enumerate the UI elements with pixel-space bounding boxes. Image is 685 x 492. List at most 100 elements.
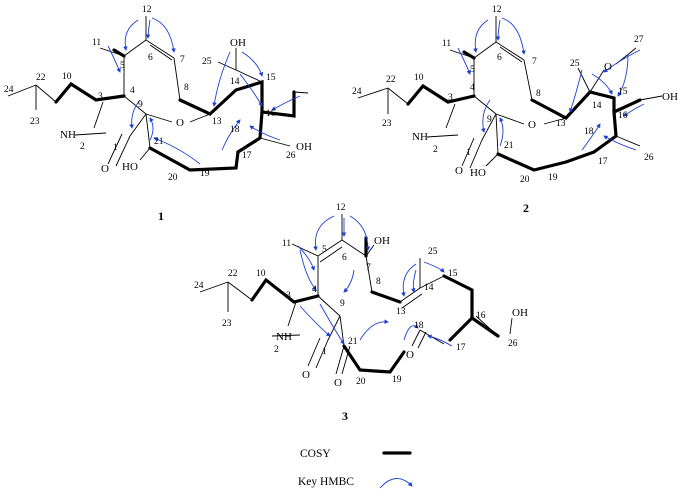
compound-3-bonds	[199, 214, 513, 375]
c3-atom-24: 24	[194, 281, 204, 291]
c2-atom-20: 20	[520, 175, 530, 185]
c1-atom-25: 25	[202, 57, 212, 67]
c1-atom-1: 1	[113, 143, 118, 153]
c2-atom-5: 5	[470, 65, 475, 75]
c3-atom-21: 21	[348, 337, 358, 347]
c1-ho-21: HO	[122, 161, 138, 173]
c2-atom-4: 4	[470, 83, 475, 93]
compound-1-atom-numbers: 1 2 3 4 5 6 7 8 9 10 11 12 13 14 15 16 1…	[4, 5, 296, 183]
c1-atom-23: 23	[30, 117, 40, 127]
c2-atom-26: 26	[644, 153, 654, 163]
compound-3-label: 3	[342, 409, 348, 423]
c1-oh-26: OH	[296, 141, 312, 153]
c1-atom-15: 15	[266, 73, 276, 83]
c2-atom-12: 12	[492, 5, 502, 15]
c1-atom-11: 11	[92, 38, 101, 48]
compound-3-hmbc-arrows	[297, 215, 453, 347]
c2-atom-17: 17	[598, 157, 608, 167]
compound-2-structure: 1 2 3 4 5 6 7 8 9 10 11 12 13 14 15 16 1…	[352, 5, 678, 215]
c2-atom-1: 1	[466, 148, 471, 158]
c1-atom-7: 7	[180, 55, 185, 65]
c1-atom-18: 18	[230, 125, 240, 135]
c3-atom-7: 7	[366, 263, 371, 273]
c3-c21-oxygen: O	[334, 377, 342, 389]
c2-atom-13: 13	[556, 119, 566, 129]
c1-atom-8: 8	[184, 83, 189, 93]
c2-ring-oxygen: O	[528, 119, 536, 131]
c2-atom-21: 21	[504, 141, 514, 151]
c1-atom-9: 9	[138, 100, 143, 110]
c2-nh: NH	[412, 131, 428, 143]
compound-1-structure: 1 2 3 4 5 6 7 8 9 10 11 12 13 14 15 16 1…	[4, 5, 312, 223]
compound-3-atom-numbers: 1 2 3 4 5 6 7 8 9 10 11 12 13 14 15 16 1…	[194, 203, 518, 387]
c2-atom-22: 22	[386, 75, 396, 85]
c3-atom-4: 4	[312, 285, 317, 295]
c1-atom-4: 4	[130, 86, 135, 96]
compound-2-heteroatoms: O OH HO O NH O	[412, 61, 678, 179]
c2-atom-9: 9	[487, 115, 492, 125]
c3-oh-26: OH	[512, 307, 528, 319]
c3-atom-25: 25	[428, 247, 438, 257]
c3-atom-16: 16	[476, 311, 486, 321]
c3-atom-22: 22	[228, 269, 238, 279]
c1-atom-17: 17	[242, 151, 252, 161]
c3-atom-6: 6	[342, 253, 347, 263]
c2-atom-23: 23	[382, 119, 392, 129]
c3-atom-23: 23	[222, 319, 232, 329]
c3-atom-18: 18	[414, 321, 424, 331]
c1-nh: NH	[60, 129, 76, 141]
c3-atom-3: 3	[286, 291, 291, 301]
compound-1-heteroatoms: OH OH HO O NH O	[60, 37, 312, 175]
c1-atom-21: 21	[154, 137, 164, 147]
c3-atom-9: 9	[340, 299, 345, 309]
compound-3-cosy-bonds	[250, 236, 500, 374]
c3-atom-15: 15	[448, 269, 458, 279]
c1-atom-22: 22	[36, 73, 46, 83]
c1-atom-26: 26	[286, 151, 296, 161]
c2-atom-16: 16	[618, 111, 628, 121]
compound-3-structure: 1 2 3 4 5 6 7 8 9 10 11 12 13 14 15 16 1…	[194, 203, 528, 423]
c1-atom-3: 3	[98, 92, 103, 102]
compound-3-heteroatoms: OH OH NH O O O	[276, 235, 528, 389]
c2-atom-19: 19	[548, 173, 558, 183]
c3-oh-7: OH	[374, 235, 390, 247]
c3-atom-11: 11	[282, 239, 291, 249]
c3-atom-26: 26	[508, 339, 518, 349]
c3-atom-13: 13	[396, 307, 406, 317]
c2-atom-25: 25	[570, 59, 580, 69]
c3-atom-8: 8	[376, 277, 381, 287]
c2-atom-8: 8	[536, 89, 541, 99]
c1-atom-16: 16	[266, 109, 276, 119]
c3-atom-5: 5	[322, 245, 327, 255]
c2-carbonyl-oxygen: O	[455, 165, 463, 177]
c3-atom-14: 14	[424, 283, 434, 293]
c3-atom-17: 17	[456, 343, 466, 353]
c1-atom-20: 20	[168, 173, 178, 183]
c2-oh-26: OH	[662, 91, 678, 103]
c2-atom-18: 18	[584, 127, 594, 137]
c1-atom-13: 13	[212, 117, 222, 127]
c1-ring-oxygen: O	[176, 117, 184, 129]
c1-atom-6: 6	[148, 53, 153, 63]
c2-atom-2: 2	[433, 145, 438, 155]
c1-atom-14: 14	[230, 77, 240, 87]
c3-atom-1: 1	[322, 347, 327, 357]
c3-atom-20: 20	[356, 377, 366, 387]
c1-atom-24: 24	[4, 85, 14, 95]
c1-atom-2: 2	[80, 142, 85, 152]
c2-atom-10: 10	[414, 73, 424, 83]
c1-oh-14: OH	[230, 37, 246, 49]
c2-atom-24: 24	[352, 87, 362, 97]
legend: COSY Key HMBC	[298, 448, 413, 489]
c3-carbonyl-oxygen: O	[302, 369, 310, 381]
c2-methoxy-oxygen: O	[604, 61, 612, 73]
c2-ho-21: HO	[470, 167, 486, 179]
c3-atom-10: 10	[256, 269, 266, 279]
c3-nh: NH	[276, 331, 292, 343]
c2-atom-27: 27	[634, 35, 644, 45]
c1-atom-19: 19	[200, 169, 210, 179]
compound-1-hmbc-arrows	[107, 17, 301, 165]
compound-1-label: 1	[158, 209, 164, 223]
c1-atom-12: 12	[142, 5, 152, 15]
